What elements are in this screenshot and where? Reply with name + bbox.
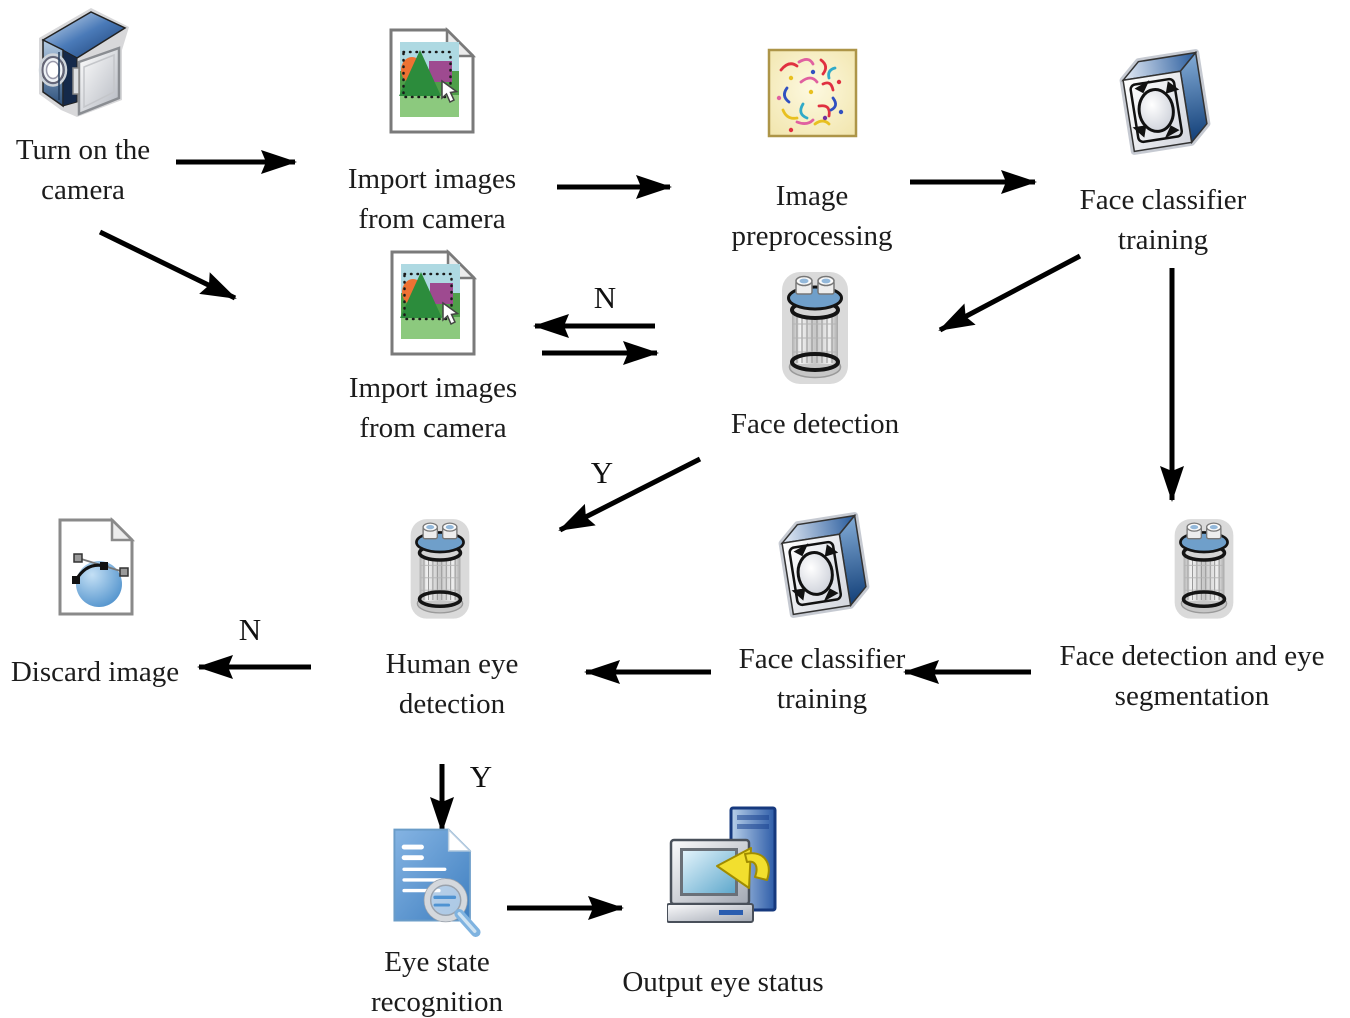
node-label: Face classifier training <box>738 643 906 715</box>
video-camera-icon <box>29 0 137 122</box>
edge-label-eye-detection-yes: Y <box>469 759 493 794</box>
confetti-image-icon <box>767 48 858 138</box>
node-eye-state-recognition: Eye state recognition <box>322 818 552 1018</box>
edge-camera-to-import-loop <box>98 229 237 301</box>
classifier-box-icon <box>772 503 872 625</box>
node-import-images-loop: Import images from camera <box>328 248 538 448</box>
edge-label-face-detection-no: N <box>593 280 617 315</box>
node-label: Human eye detection <box>385 648 519 720</box>
vector-drawing-icon <box>54 514 136 620</box>
node-face-classifier-training-bottom: Face classifier training <box>707 503 937 719</box>
node-human-eye-detection: Human eye detection <box>342 510 562 724</box>
image-file-icon <box>387 26 477 136</box>
node-import-images-top: Import images from camera <box>327 26 537 239</box>
node-label: Turn on the camera <box>15 134 151 206</box>
node-output-eye-status: Output eye status <box>593 804 853 1002</box>
node-label: Import images from camera <box>348 372 518 444</box>
node-face-detection: Face detection <box>705 268 925 444</box>
node-face-detection-eye-segmentation: Face detection and eye segmentation <box>1032 510 1350 716</box>
edge-label-face-detection-yes: Y <box>590 455 614 490</box>
classifier-box-icon <box>1113 40 1213 162</box>
edge-face-detection-yes <box>558 456 702 533</box>
node-image-preprocessing: Image preprocessing <box>702 48 922 256</box>
node-face-classifier-training-top: Face classifier training <box>1048 40 1278 260</box>
edge-label-eye-detection-no: N <box>238 612 262 647</box>
node-discard-image: Discard image <box>0 514 205 692</box>
node-label: Import images from camera <box>347 163 517 235</box>
node-label: Output eye status <box>622 966 824 998</box>
node-label: Face detection and eye segmentation <box>1059 640 1325 712</box>
computer-export-icon <box>667 804 779 926</box>
filter-cylinder-icon <box>1172 510 1236 626</box>
filter-cylinder-icon <box>408 510 472 626</box>
filter-cylinder-icon <box>777 268 853 386</box>
node-label: Discard image <box>10 656 180 688</box>
node-label: Face detection <box>730 408 900 440</box>
edge-classifier-training-to-face-detection <box>938 253 1082 333</box>
node-label: Eye state recognition <box>370 946 504 1018</box>
document-search-icon <box>383 818 491 938</box>
node-label: Image preprocessing <box>731 180 893 252</box>
node-turn-on-camera: Turn on the camera <box>0 0 183 210</box>
image-file-icon <box>388 248 478 358</box>
node-label: Face classifier training <box>1079 184 1247 256</box>
